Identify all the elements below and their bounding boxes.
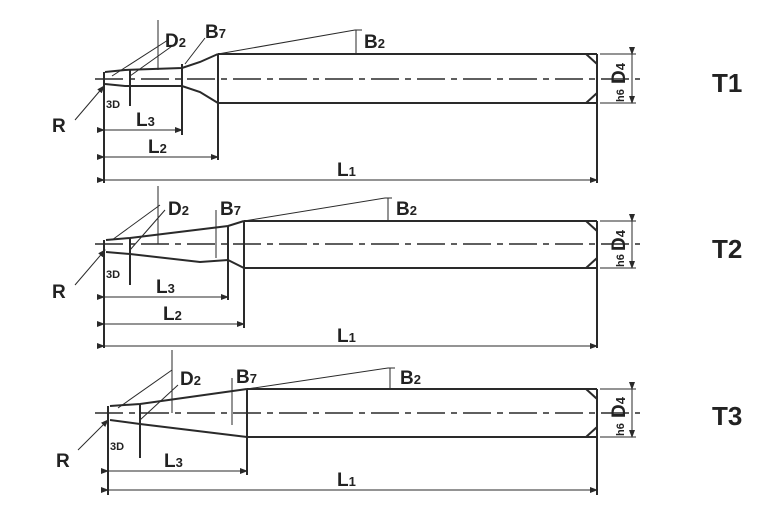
r-leader [74, 85, 105, 121]
l1-label: L1 [337, 326, 356, 347]
angle-label: 3D [106, 99, 120, 111]
l3-label: L3 [156, 277, 175, 298]
tolerance-label: h6 [615, 423, 627, 436]
d2-label: D2 [180, 369, 201, 390]
r-label: R [52, 116, 66, 137]
b7-leader [184, 37, 206, 65]
d2-diag [117, 369, 173, 409]
l3-label: L3 [136, 110, 155, 131]
b2-taper [246, 367, 395, 390]
l2-label: L2 [163, 304, 182, 325]
r-label: R [56, 451, 70, 472]
d4-label: D4 [609, 62, 630, 84]
b7-label: B7 [220, 199, 241, 220]
b2-label: B2 [396, 199, 417, 220]
d4-label: D4 [609, 229, 630, 251]
l2-label: L2 [148, 137, 167, 158]
d2-diag2 [129, 209, 166, 251]
l3-label: L3 [164, 451, 183, 472]
d4-label: D4 [609, 396, 630, 418]
d2-diag [111, 204, 161, 241]
variant-t2: R 3D D2 B7 B2 L3 L2 L1 D4 h6 T2 [52, 186, 742, 349]
variant-t1: R 3D D2 B7 B2 L3 L2 L1 D4 h6 T1 [52, 20, 742, 183]
b2-taper [217, 29, 362, 55]
type-label: T2 [712, 234, 742, 264]
neck-bottom [104, 83, 219, 104]
d2-label: D2 [168, 199, 189, 220]
tolerance-label: h6 [615, 89, 627, 102]
b2-label: B2 [364, 32, 385, 53]
r-leader [74, 249, 106, 286]
d2-label: D2 [165, 31, 186, 52]
angle-label: 3D [110, 441, 124, 453]
neck-bottom [109, 419, 248, 438]
type-label: T3 [712, 401, 742, 431]
tolerance-label: h6 [615, 254, 627, 267]
b7-label: B7 [236, 367, 257, 388]
l1-label: L1 [337, 160, 356, 181]
neck-top [109, 388, 248, 407]
l1-label: L1 [337, 470, 356, 491]
d2-diag2 [129, 43, 176, 77]
r-leader [77, 419, 109, 451]
b7-label: B7 [205, 22, 226, 43]
r-label: R [52, 282, 66, 303]
b2-label: B2 [400, 368, 421, 389]
d2-diag [111, 39, 169, 77]
neck-bottom [105, 251, 245, 269]
angle-label: 3D [106, 269, 120, 281]
d2-diag2 [139, 384, 179, 421]
b2-taper [243, 197, 392, 222]
type-label: T1 [712, 68, 742, 98]
neck-top [105, 220, 245, 241]
variant-t3: R 3D D2 B7 B2 L3 L1 D4 h6 T3 [56, 350, 742, 495]
